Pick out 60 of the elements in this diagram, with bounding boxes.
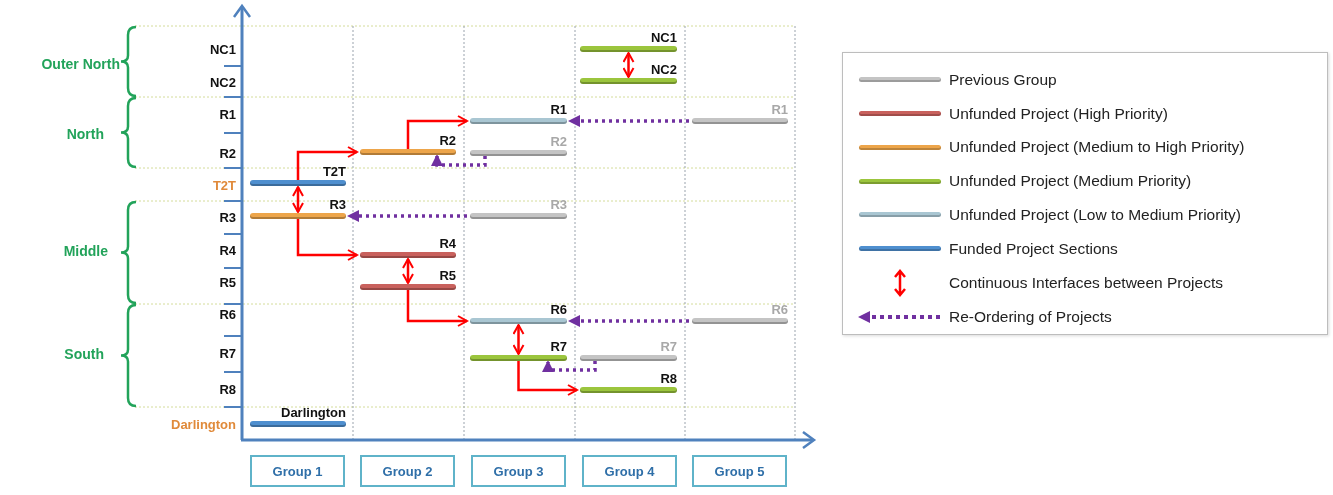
bar-label: R7 <box>550 339 567 354</box>
arrow <box>347 210 467 222</box>
arrow <box>568 115 689 127</box>
group-label: Group 5 <box>692 455 787 487</box>
region-label: Middle <box>63 243 108 259</box>
arrow <box>542 360 597 372</box>
arrow <box>296 219 358 261</box>
region-label: North <box>66 126 104 142</box>
group-label: Group 2 <box>360 455 455 487</box>
group-label: Group 1 <box>250 455 345 487</box>
arrow <box>296 146 358 180</box>
row-label: NC2 <box>210 75 236 91</box>
bar-label: NC1 <box>651 30 677 45</box>
group-label: Group 3 <box>471 455 566 487</box>
bar-label: R3 <box>329 197 346 212</box>
row-label: Darlington <box>171 417 236 433</box>
arrow <box>406 115 468 149</box>
legend-label: Previous Group <box>949 70 1057 89</box>
group-label: Group 4 <box>582 455 677 487</box>
row-label: NC1 <box>210 42 236 58</box>
arrow <box>431 154 487 167</box>
row-label: R4 <box>219 243 236 259</box>
arrow <box>406 290 468 327</box>
arrow <box>568 315 689 327</box>
bar-label: R1 <box>771 102 788 117</box>
region-label: Outer North <box>41 56 120 72</box>
legend-label: Unfunded Project (Medium Priority) <box>949 172 1192 191</box>
bar-label: R6 <box>550 302 567 317</box>
double-arrow <box>402 258 414 284</box>
legend-label: Unfunded Project (Medium to High Priority) <box>949 138 1245 157</box>
row-label: R3 <box>219 210 236 226</box>
double-arrow <box>622 52 635 78</box>
bar-label: T2T <box>322 164 346 179</box>
bar-label: R2 <box>439 133 456 148</box>
legend-label: Funded Project Sections <box>949 239 1118 258</box>
row-label: R8 <box>219 382 236 398</box>
bar-label: Darlington <box>281 405 346 420</box>
row-label: R7 <box>219 346 236 362</box>
row-label: R5 <box>219 275 236 291</box>
arrow <box>517 361 578 396</box>
bar-label: R3 <box>550 197 567 212</box>
double-arrow <box>292 186 304 213</box>
double-arrow <box>512 324 525 355</box>
bar-label: R1 <box>550 102 567 117</box>
bar-label: R7 <box>660 339 677 354</box>
legend-label: Continuous Interfaces between Projects <box>949 273 1223 292</box>
row-label: T2T <box>212 178 236 194</box>
bar-label: NC2 <box>651 62 677 77</box>
legend-label: Unfunded Project (Low to Medium Priority) <box>949 205 1242 224</box>
bar-label: R6 <box>771 302 788 317</box>
bar-label: R8 <box>660 371 677 386</box>
bar-label: R2 <box>550 134 567 149</box>
bar-label: R4 <box>439 236 456 251</box>
row-label: R6 <box>219 307 236 323</box>
legend-label: Re-Ordering of Projects <box>949 307 1112 326</box>
legend-label: Unfunded Project (High Priority) <box>949 104 1168 123</box>
row-label: R2 <box>219 146 236 162</box>
bar-label: R5 <box>439 268 456 283</box>
region-label: South <box>64 346 104 362</box>
row-label: R1 <box>219 107 236 123</box>
